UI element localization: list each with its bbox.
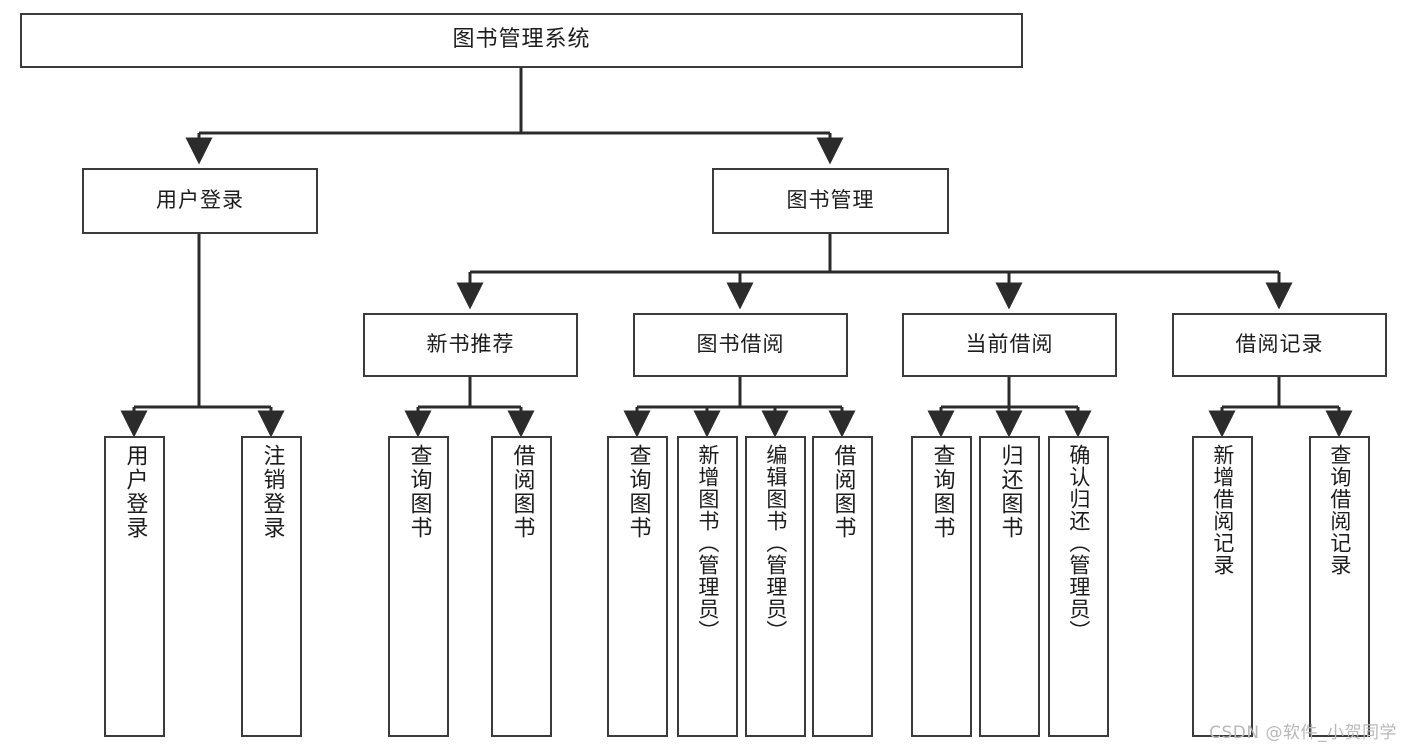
node-leaf-current-return-book[interactable]: 归还图书	[979, 436, 1040, 737]
node-label: 图书管理系统	[452, 27, 591, 53]
leaf-label: 查询图书	[929, 444, 955, 540]
node-book-borrow[interactable]: 图书借阅	[633, 313, 848, 377]
node-borrow-record[interactable]: 借阅记录	[1172, 313, 1387, 377]
node-user-login[interactable]: 用户登录	[82, 168, 318, 234]
leaf-label: 借阅图书	[509, 444, 535, 540]
leaf-label: 借阅图书	[830, 444, 856, 540]
leaf-label: 注销登录	[259, 444, 285, 540]
node-leaf-record-add-record[interactable]: 新增借阅记录	[1192, 436, 1253, 737]
node-label: 借阅记录	[1235, 332, 1324, 357]
node-label: 用户登录	[156, 188, 244, 213]
leaf-label: 查询借阅记录	[1327, 444, 1352, 576]
leaf-label: 新增借阅记录	[1210, 444, 1235, 576]
leaf-label: 用户登录	[122, 444, 148, 540]
node-new-book-recommend[interactable]: 新书推荐	[363, 313, 578, 377]
node-leaf-borrow-borrow-book[interactable]: 借阅图书	[812, 436, 873, 737]
node-current-borrow[interactable]: 当前借阅	[902, 313, 1117, 377]
leaf-label: 确认归还（管理员）	[1066, 444, 1091, 642]
node-leaf-borrow-edit-book[interactable]: 编辑图书（管理员）	[745, 436, 806, 737]
node-label: 图书借阅	[696, 332, 785, 357]
node-label: 图书管理	[786, 188, 875, 213]
node-leaf-recommend-borrow-book[interactable]: 借阅图书	[491, 436, 552, 737]
leaf-label: 归还图书	[997, 444, 1023, 540]
node-label: 当前借阅	[965, 332, 1054, 357]
node-leaf-user-logout[interactable]: 注销登录	[241, 436, 302, 737]
node-leaf-record-query-record[interactable]: 查询借阅记录	[1309, 436, 1370, 737]
node-leaf-borrow-add-book[interactable]: 新增图书（管理员）	[677, 436, 738, 737]
node-leaf-current-query-book[interactable]: 查询图书	[911, 436, 972, 737]
leaf-label: 新增图书（管理员）	[695, 444, 720, 642]
leaf-label: 编辑图书（管理员）	[763, 444, 788, 642]
leaf-label: 查询图书	[406, 444, 432, 540]
node-leaf-user-login[interactable]: 用户登录	[104, 436, 165, 737]
node-root-book-management-system[interactable]: 图书管理系统	[20, 13, 1023, 68]
node-leaf-recommend-query-book[interactable]: 查询图书	[388, 436, 449, 737]
node-leaf-current-confirm-return[interactable]: 确认归还（管理员）	[1048, 436, 1109, 737]
leaf-label: 查询图书	[625, 444, 651, 540]
node-book-manage[interactable]: 图书管理	[712, 168, 949, 234]
node-label: 新书推荐	[426, 332, 515, 357]
node-leaf-borrow-query-book[interactable]: 查询图书	[607, 436, 668, 737]
